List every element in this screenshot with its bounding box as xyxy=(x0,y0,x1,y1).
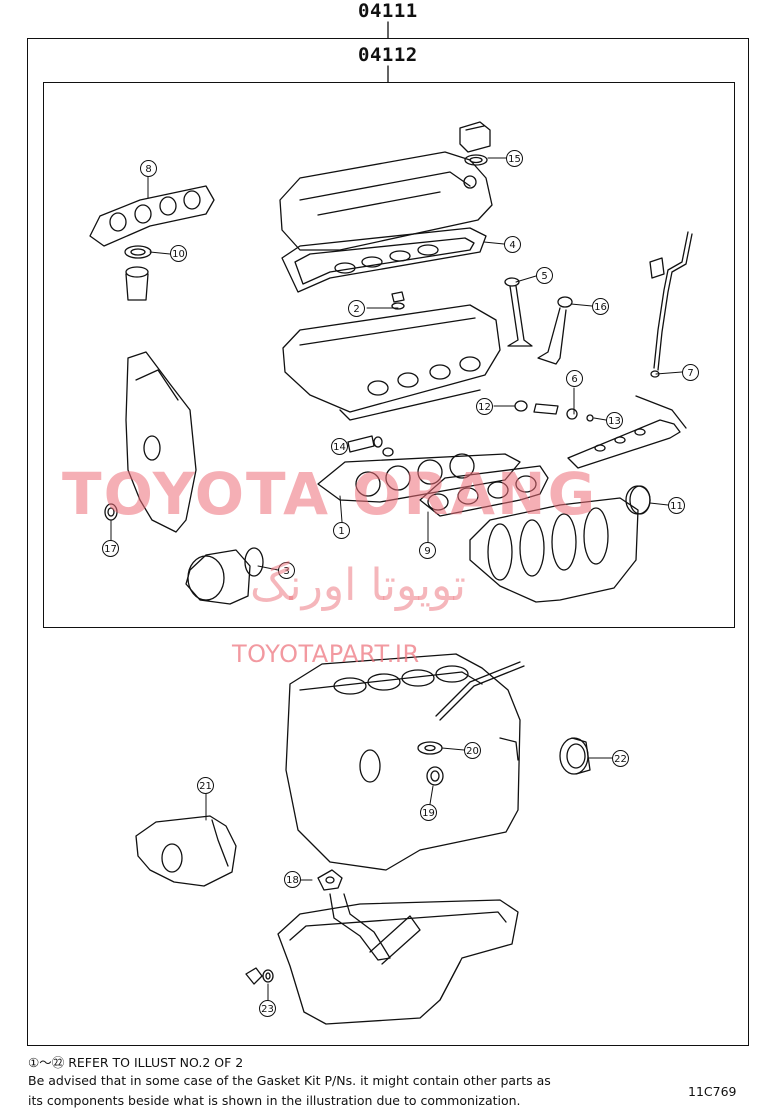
water-pump xyxy=(185,547,264,605)
inner-kit-code: 04112 xyxy=(358,44,418,66)
outer-kit-code: 04111 xyxy=(358,0,418,22)
callout-22: 22 xyxy=(612,750,629,767)
oil-filler-cap xyxy=(459,121,491,166)
fuel-delivery-pipe xyxy=(567,395,687,469)
callout-16: 16 xyxy=(592,298,609,315)
callout-20: 20 xyxy=(464,742,481,759)
block-gaskets xyxy=(417,741,444,786)
callout-leaders xyxy=(110,157,683,1001)
exhaust-pipe-ring xyxy=(124,245,152,301)
callout-7: 7 xyxy=(682,364,699,381)
callout-6: 6 xyxy=(566,370,583,387)
small-plug xyxy=(391,291,405,310)
cylinder-head xyxy=(282,304,501,421)
head-cover-gasket xyxy=(281,227,487,293)
illustration-code: 11C769 xyxy=(688,1084,737,1099)
refer-text: REFER TO ILLUST NO.2 OF 2 xyxy=(68,1055,244,1070)
persian-watermark: تویوتا اورنگ xyxy=(250,560,466,611)
callout-12: 12 xyxy=(476,398,493,415)
callout-9: 9 xyxy=(419,542,436,559)
throttle-gasket xyxy=(625,485,651,515)
advisory-line-1: Be advised that in some case of the Gask… xyxy=(28,1073,551,1088)
cylinder-head-cover xyxy=(279,151,493,251)
callout-10: 10 xyxy=(170,245,187,262)
intake-manifold xyxy=(469,485,651,603)
small-seals xyxy=(347,400,594,457)
callout-4: 4 xyxy=(504,236,521,253)
oil-strainer xyxy=(317,869,421,965)
callout-19: 19 xyxy=(420,804,437,821)
rear-oil-seal xyxy=(559,737,591,775)
oil-pump-cover xyxy=(135,815,237,887)
callout-21: 21 xyxy=(197,777,214,794)
callout-15: 15 xyxy=(506,150,523,167)
cylinder-block xyxy=(285,653,525,871)
refer-prefix: ①～㉒ xyxy=(28,1055,65,1070)
upper-exhaust-gasket xyxy=(89,185,215,247)
site-watermark: TOYOTAPART.IR xyxy=(232,640,420,668)
callout-2: 2 xyxy=(348,300,365,317)
oil-level-gauge xyxy=(649,231,693,378)
refer-note: ①～㉒ REFER TO ILLUST NO.2 OF 2 xyxy=(28,1052,243,1071)
callout-17: 17 xyxy=(102,540,119,557)
callout-23: 23 xyxy=(259,1000,276,1017)
oil-pan xyxy=(277,899,519,1025)
callout-18: 18 xyxy=(284,871,301,888)
callout-3: 3 xyxy=(278,562,295,579)
callout-11: 11 xyxy=(668,497,685,514)
valve-assembly xyxy=(504,277,573,365)
callout-13: 13 xyxy=(606,412,623,429)
advisory-line-2: its components beside what is shown in t… xyxy=(28,1093,521,1108)
callout-14: 14 xyxy=(331,438,348,455)
callout-1: 1 xyxy=(333,522,350,539)
exhaust-manifold-gasket xyxy=(419,465,549,517)
cylinder-head-gasket xyxy=(317,453,521,503)
timing-chain-cover xyxy=(125,351,197,533)
drain-plug xyxy=(245,967,274,985)
callout-5: 5 xyxy=(536,267,553,284)
inner-kit-frame xyxy=(43,82,735,628)
callout-8: 8 xyxy=(140,160,157,177)
brand-watermark: TOYOTA ORANG xyxy=(62,460,598,528)
